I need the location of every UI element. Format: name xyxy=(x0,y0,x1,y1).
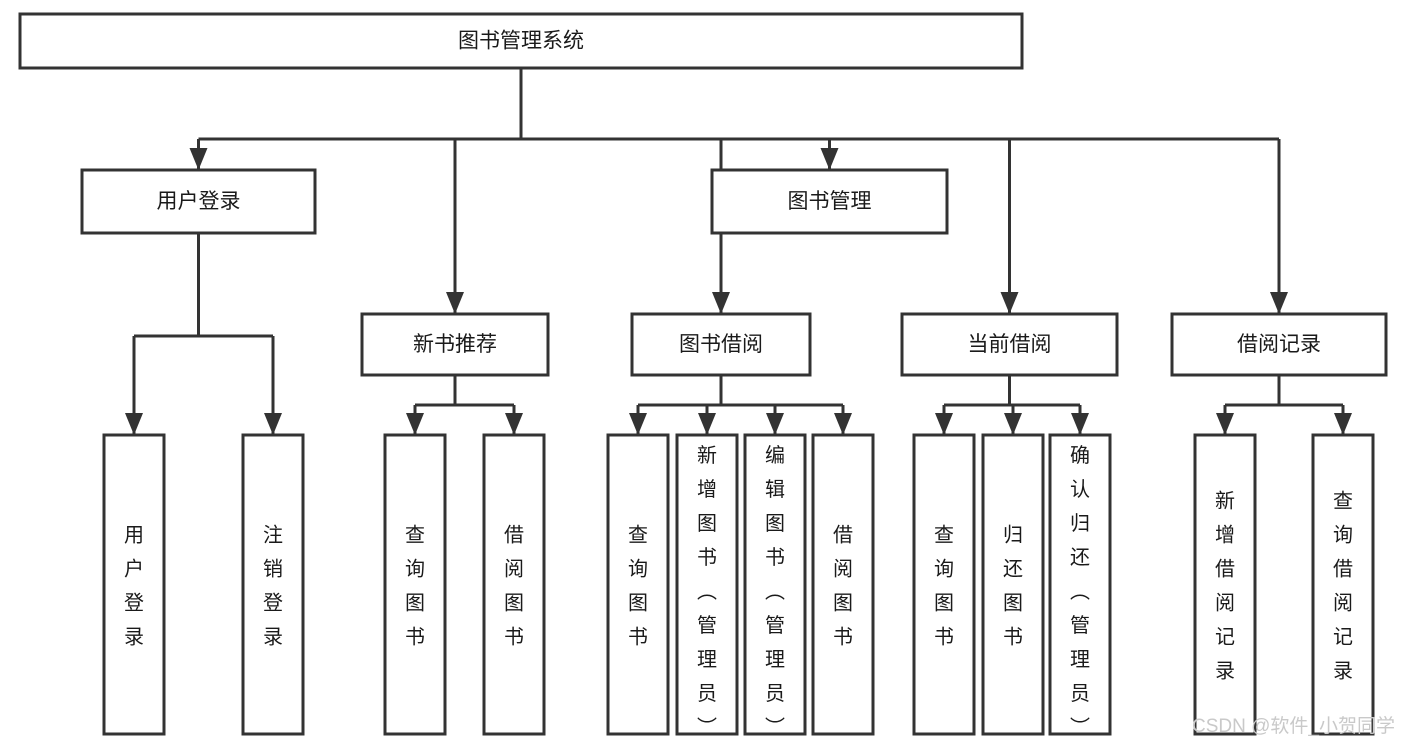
node-leaf-bb-borrow[interactable]: 借阅图书 xyxy=(811,433,875,736)
node-box xyxy=(606,433,670,736)
node-leaf-rec-query[interactable]: 查询图书 xyxy=(383,433,447,736)
node-box xyxy=(912,433,976,736)
node-label: 查询图书 xyxy=(405,524,425,649)
csdn-watermark: CSDN @软件_小贺同学 xyxy=(1192,715,1395,737)
node-label: 确认归还︵管理员︶ xyxy=(1070,444,1090,739)
node-label: 用户登录 xyxy=(157,190,241,213)
node-leaf-br-query[interactable]: 查询借阅记录 xyxy=(1311,433,1375,736)
node-leaf-br-add[interactable]: 新增借阅记录 xyxy=(1193,433,1257,736)
connector-layer xyxy=(125,68,1352,435)
connector-arrowhead xyxy=(264,413,282,435)
node-label: 借阅图书 xyxy=(504,524,524,649)
node-box xyxy=(900,312,1119,377)
node-box xyxy=(710,168,949,235)
node-label: 当前借阅 xyxy=(968,333,1052,356)
node-label: 新增借阅记录 xyxy=(1215,490,1235,683)
node-box xyxy=(1311,433,1375,736)
node-leaf-rec-borrow[interactable]: 借阅图书 xyxy=(482,433,546,736)
node-layer: 图书管理系统用户登录图书管理新书推荐图书借阅当前借阅借阅记录用户登录注销登录查询… xyxy=(18,12,1388,739)
node-label: 新书推荐 xyxy=(413,333,497,356)
connector-arrowhead xyxy=(1334,413,1352,435)
connector-arrowhead xyxy=(629,413,647,435)
node-label: 借阅记录 xyxy=(1237,333,1321,356)
connector-arrowhead xyxy=(1071,413,1089,435)
node-leaf-cb-return[interactable]: 归还图书 xyxy=(981,433,1045,736)
node-label: 归还图书 xyxy=(1003,524,1023,649)
node-label: 用户登录 xyxy=(124,525,144,649)
connector-arrowhead xyxy=(125,413,143,435)
node-leaf-cb-confirm[interactable]: 确认归还︵管理员︶ xyxy=(1048,433,1112,739)
node-box xyxy=(102,433,166,736)
connector-arrowhead xyxy=(446,292,464,314)
node-box xyxy=(811,433,875,736)
node-box xyxy=(360,312,550,377)
node-box xyxy=(743,433,807,736)
node-label: 注销登录 xyxy=(263,524,283,649)
node-label: 查询借阅记录 xyxy=(1333,490,1353,683)
connector-arrowhead xyxy=(1270,292,1288,314)
node-box xyxy=(241,433,305,736)
node-box xyxy=(630,312,812,377)
node-box xyxy=(1193,433,1257,736)
node-label: 新增图书︵管理员︶ xyxy=(697,444,717,739)
node-box xyxy=(981,433,1045,736)
node-label: 编辑图书︵管理员︶ xyxy=(765,444,785,739)
node-leaf-logout[interactable]: 注销登录 xyxy=(241,433,305,736)
node-label: 图书管理 xyxy=(788,190,872,213)
connector-arrowhead xyxy=(406,413,424,435)
node-label: 图书管理系统 xyxy=(458,30,584,53)
connector-arrowhead xyxy=(698,413,716,435)
node-label: 查询图书 xyxy=(628,524,648,649)
connector-arrowhead xyxy=(505,413,523,435)
node-label: 查询图书 xyxy=(934,524,954,649)
connector-arrowhead xyxy=(834,413,852,435)
node-label: 图书借阅 xyxy=(679,333,763,356)
node-leaf-bb-edit[interactable]: 编辑图书︵管理员︶ xyxy=(743,433,807,739)
node-current-borrow[interactable]: 当前借阅 xyxy=(900,312,1119,377)
node-leaf-bb-add[interactable]: 新增图书︵管理员︶ xyxy=(675,433,739,739)
node-label: 借阅图书 xyxy=(833,524,853,649)
connector-arrowhead xyxy=(1216,413,1234,435)
connector-arrowhead xyxy=(766,413,784,435)
node-book-manage[interactable]: 图书管理 xyxy=(710,168,949,235)
node-box xyxy=(18,12,1024,70)
connector-arrowhead xyxy=(189,148,208,170)
connector-arrowhead xyxy=(712,292,730,314)
node-box xyxy=(80,168,317,235)
node-leaf-bb-query[interactable]: 查询图书 xyxy=(606,433,670,736)
connector-arrowhead xyxy=(1000,292,1019,314)
node-root[interactable]: 图书管理系统 xyxy=(18,12,1024,70)
connector-arrowhead xyxy=(935,413,953,435)
node-leaf-cb-query[interactable]: 查询图书 xyxy=(912,433,976,736)
node-box xyxy=(383,433,447,736)
node-box xyxy=(1048,433,1112,736)
node-leaf-user-login[interactable]: 用户登录 xyxy=(102,433,166,736)
node-box xyxy=(1170,312,1388,377)
node-box xyxy=(482,433,546,736)
connector-arrowhead xyxy=(1004,413,1022,435)
node-book-borrow[interactable]: 图书借阅 xyxy=(630,312,812,377)
node-user-login[interactable]: 用户登录 xyxy=(80,168,317,235)
node-borrow-record[interactable]: 借阅记录 xyxy=(1170,312,1388,377)
node-box xyxy=(675,433,739,736)
node-new-book-rec[interactable]: 新书推荐 xyxy=(360,312,550,377)
